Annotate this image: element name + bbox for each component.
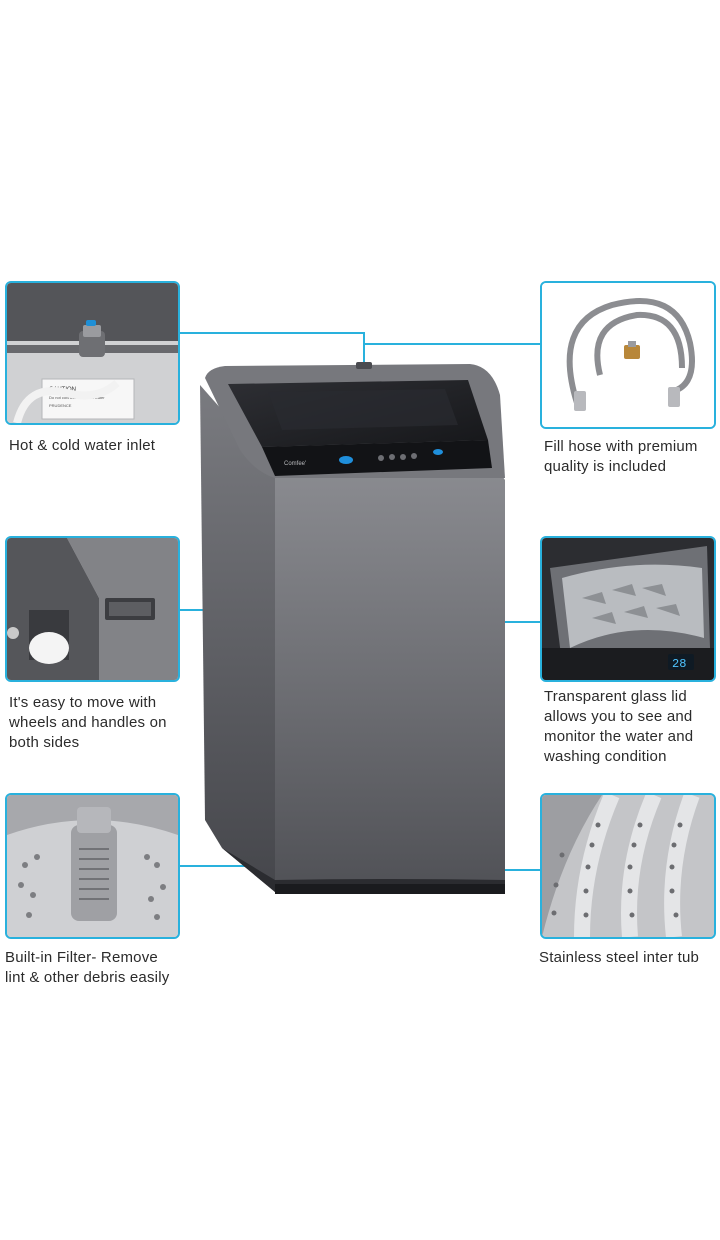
caption-water-inlet: Hot & cold water inlet bbox=[9, 437, 156, 454]
caption-fill-hose: Fill hose with premium quality is includ… bbox=[544, 438, 698, 475]
filter-photo bbox=[5, 793, 180, 939]
caption-wheels-handles: It's easy to move with wheels and handle… bbox=[9, 694, 167, 751]
steel-tub-photo bbox=[540, 793, 716, 939]
glass-lid-photo: 28 bbox=[540, 536, 716, 682]
caption-filter: Built-in Filter- Remove lint & other deb… bbox=[5, 949, 170, 986]
inlet-warning-line2: PRUDENCE bbox=[49, 403, 72, 408]
power-button-icon bbox=[339, 456, 353, 464]
caption-glass-lid: Transparent glass lid allows you to see … bbox=[544, 688, 694, 765]
panel-display-readout: 28 bbox=[672, 657, 686, 671]
water-inlet-photo: CAUTION Do not connect to the hot water … bbox=[5, 281, 180, 425]
brand-logo: Comfee' bbox=[284, 461, 306, 467]
machine-side-face bbox=[200, 385, 275, 892]
machine-front-face bbox=[275, 470, 505, 892]
start-button-icon bbox=[433, 449, 443, 455]
wheels-handles-photo bbox=[5, 536, 180, 682]
caption-steel-tub: Stainless steel inter tub bbox=[539, 949, 700, 966]
fill-hose-photo bbox=[540, 281, 716, 429]
connector-water-inlet bbox=[180, 332, 365, 366]
machine-control-panel bbox=[262, 440, 492, 476]
machine-base bbox=[222, 848, 505, 892]
